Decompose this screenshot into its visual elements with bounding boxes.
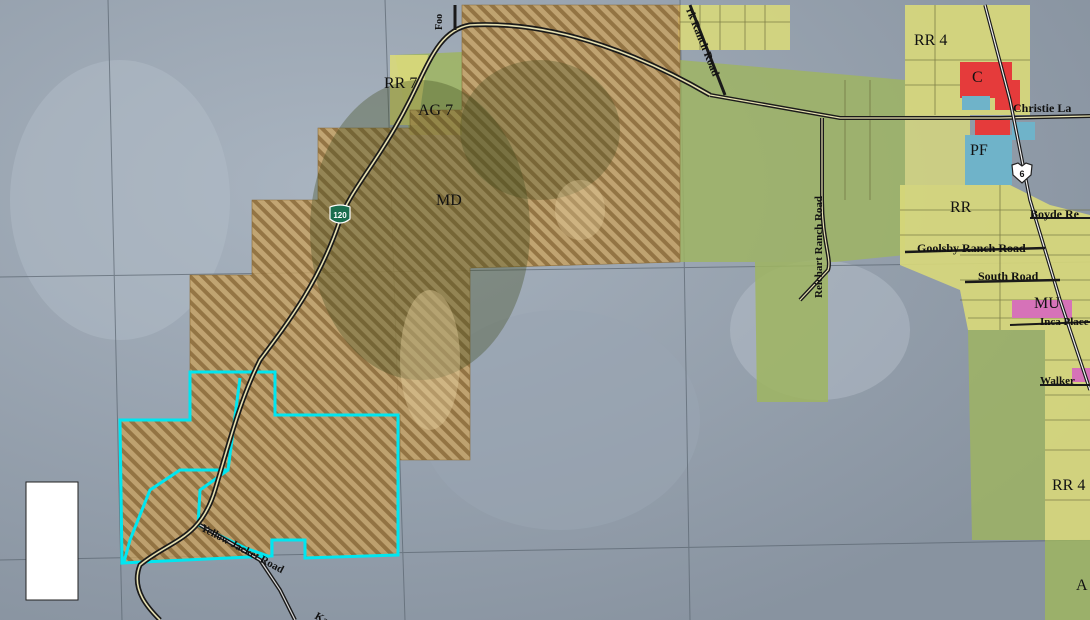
commercial-zone-2 <box>975 120 1010 138</box>
mining-district-zone-south <box>120 372 398 562</box>
yellow-jacket-road-center <box>199 524 296 620</box>
mixed-use-zone <box>1012 300 1072 318</box>
rr-7-zone <box>390 55 428 125</box>
zone-label-mu: MU <box>1034 295 1060 312</box>
hill-shadow <box>310 80 530 380</box>
route-120-number: 120 <box>333 211 347 220</box>
road-label-walker: Walker <box>1040 375 1075 387</box>
rr-zone <box>900 185 1090 330</box>
zone-label-a: A <box>1076 577 1088 594</box>
zone-label-rr-7: RR 7 <box>384 75 417 92</box>
hill-highlight <box>400 290 460 430</box>
road-label-christie-lane: Christie La <box>1013 101 1071 115</box>
zone-label-rr-4-top: RR 4 <box>914 32 947 49</box>
state-route-shield-icon <box>329 204 351 224</box>
ag-east-zone <box>968 330 1045 540</box>
roads <box>134 4 1090 620</box>
imagery-texture <box>10 60 230 340</box>
us-6-shield[interactable]: 6 <box>1011 162 1033 184</box>
goolsby-ranch-road-line <box>904 246 1046 254</box>
rr-4-bottom-zone <box>1045 330 1090 540</box>
inca-place-line <box>1009 321 1090 326</box>
rr-mid-zone <box>905 115 970 185</box>
route-120-road-center <box>136 23 711 620</box>
ag-strip-zone <box>755 262 828 402</box>
road-label-inca-place: Inca Place <box>1040 316 1089 328</box>
road-label-foo: Foo <box>434 14 445 30</box>
zone-labels: RR 7 AG 7 MD RR 4 C PF RR MU RR 4 A <box>384 32 1088 594</box>
road-label-goolsby: Goolsby Ranch Road <box>917 241 1026 255</box>
rr-top-zone <box>678 5 790 50</box>
hill-shadow <box>460 60 620 200</box>
route-120-shield[interactable]: 120 <box>329 204 351 224</box>
road-label-reichart: Reichart Ranch Road <box>813 196 825 298</box>
public-facility-zone-2 <box>962 96 990 110</box>
imagery-texture <box>420 310 700 530</box>
us-6-number: 6 <box>1019 169 1024 179</box>
road-label-boyde: Boyde Re <box>1030 207 1080 221</box>
us-6-highway-center <box>984 4 1090 391</box>
zone-label-rr-4-bottom: RR 4 <box>1052 477 1085 494</box>
road-label-ka: Ka <box>313 610 332 620</box>
zone-label-md: MD <box>436 192 462 209</box>
a-zone <box>1045 540 1090 620</box>
zone-label-ag-7: AG 7 <box>418 102 453 119</box>
road-label-south-road: South Road <box>978 269 1039 283</box>
zone-label-pf: PF <box>970 142 988 159</box>
zone-label-rr: RR <box>950 199 972 216</box>
hill-highlight <box>555 180 605 240</box>
legend-box <box>25 481 79 601</box>
ag-central-zone <box>680 60 905 262</box>
us-route-shield-icon <box>1011 162 1033 184</box>
zone-label-c: C <box>972 69 983 86</box>
reichart-ranch-road-center <box>799 118 830 301</box>
subject-parcel-outline[interactable] <box>118 370 400 565</box>
ranch-road-top <box>688 4 727 96</box>
christie-lane-road-center <box>709 94 1090 119</box>
south-road-line <box>964 278 1061 284</box>
